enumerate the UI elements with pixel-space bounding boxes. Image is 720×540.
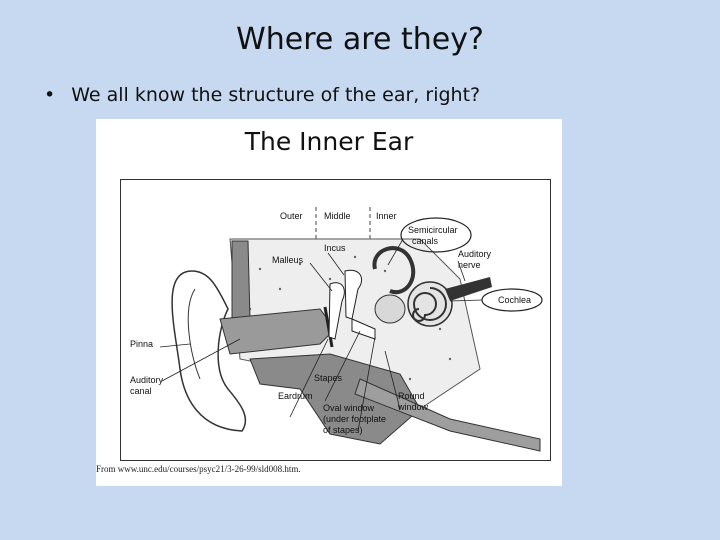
incus-leader [327, 252, 345, 276]
label-middle: Middle [324, 211, 351, 221]
bone-column [231, 240, 251, 320]
auditory-canal-shape [219, 308, 336, 355]
auditory-nerve-shape [445, 277, 492, 301]
cochlea-leader [449, 299, 483, 302]
malleus-shape [328, 282, 345, 340]
cochlea-shape [407, 281, 453, 327]
label-under-footplate: (under footplate [323, 414, 386, 424]
vestibule-shape [374, 294, 406, 324]
label-stapes: Stapes [314, 373, 343, 383]
label-incus: Incus [324, 243, 346, 253]
incus-shape [344, 269, 362, 320]
pinna-leader [159, 343, 191, 348]
label-auditory-nerve: Auditory [458, 249, 492, 259]
semicircular-leader [387, 238, 404, 266]
semicircular-callout [400, 217, 472, 253]
label-auditory-canal: Auditory [130, 375, 164, 385]
label-eardrum: Eardrum [278, 391, 313, 401]
label-outer: Outer [280, 211, 303, 221]
label-inner: Inner [376, 211, 397, 221]
bullet-text: We all know the structure of the ear, ri… [71, 84, 481, 106]
bullet-symbol: • [44, 84, 56, 106]
nerve-leader [457, 260, 466, 282]
round-leader [384, 350, 401, 410]
label-pinna: Pinna [130, 339, 153, 349]
eustachian-tube [354, 378, 541, 452]
label-semicircular: Semicircular [408, 225, 458, 235]
ear-figure: The Inner Ear [96, 119, 562, 486]
label-nerve: nerve [458, 260, 481, 270]
label-canals: canals [412, 236, 439, 246]
semicircular-canals-shape [372, 246, 416, 295]
label-oval-window: Oval window [323, 403, 375, 413]
pinna-inner-fold [187, 288, 201, 380]
malleus-leader [309, 262, 333, 292]
label-of-stapes: of stapes) [323, 425, 363, 435]
canal-leader [161, 338, 241, 382]
label-malleus: Malleus [272, 255, 304, 265]
oval-leader [357, 336, 376, 432]
figure-caption: From www.unc.edu/courses/psyc21/3-26-99/… [96, 464, 301, 474]
eardrum-line [323, 306, 334, 348]
pinna-shape [171, 270, 247, 432]
label-window: window [397, 402, 429, 412]
ear-diagram: Outer Middle Inner Semicircular canals I… [120, 179, 551, 461]
label-canal: canal [130, 386, 152, 396]
label-round-window: Round [398, 391, 425, 401]
stapes-leader [324, 330, 361, 402]
slide-title: Where are they? [236, 22, 484, 57]
bullet-item: • We all know the structure of the ear, … [44, 84, 480, 106]
label-cochlea: Cochlea [498, 295, 531, 305]
figure-title: The Inner Ear [244, 127, 414, 156]
eardrum-leader [289, 338, 329, 418]
lower-bone [249, 353, 421, 445]
